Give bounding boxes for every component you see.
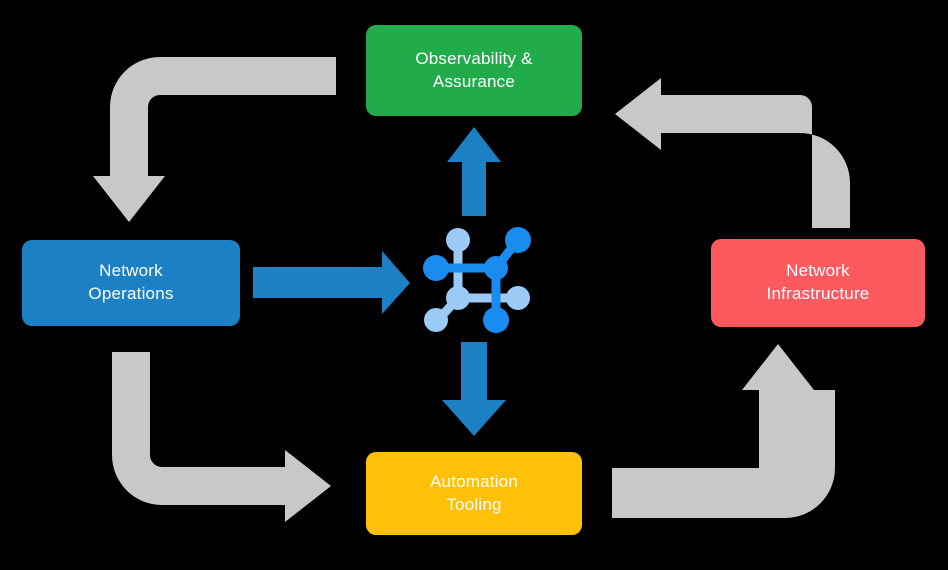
node-network-operations-line2: Operations	[88, 284, 174, 303]
node-network-infrastructure-line1: Network	[786, 261, 850, 281]
node-network-infrastructure[interactable]: Network Infrastructure	[711, 239, 925, 327]
node-observability-line1: Observability &	[415, 48, 533, 68]
network-topology-icon	[423, 227, 531, 333]
node-automation-tooling-line1: Automation	[430, 471, 518, 491]
connector-center-to-automation	[442, 342, 506, 436]
connector-netinfra-to-observability	[615, 78, 850, 228]
node-automation-tooling[interactable]: Automation Tooling	[366, 452, 582, 535]
node-network-infrastructure-line2: Infrastructure	[766, 284, 870, 303]
connector-netops-to-center	[253, 251, 410, 314]
connector-netops-to-automation	[112, 352, 331, 522]
node-automation-tooling-line2: Tooling	[446, 494, 502, 514]
node-network-operations[interactable]: Network Operations	[22, 240, 240, 326]
connector-automation-to-netinfra	[612, 344, 835, 518]
node-observability-assurance[interactable]: Observability & Assurance	[366, 25, 582, 116]
connector-center-to-observability	[447, 127, 501, 216]
node-observability-line2: Assurance	[432, 71, 516, 91]
node-network-operations-line1: Network	[99, 261, 163, 281]
connector-observability-to-netops	[93, 57, 336, 222]
